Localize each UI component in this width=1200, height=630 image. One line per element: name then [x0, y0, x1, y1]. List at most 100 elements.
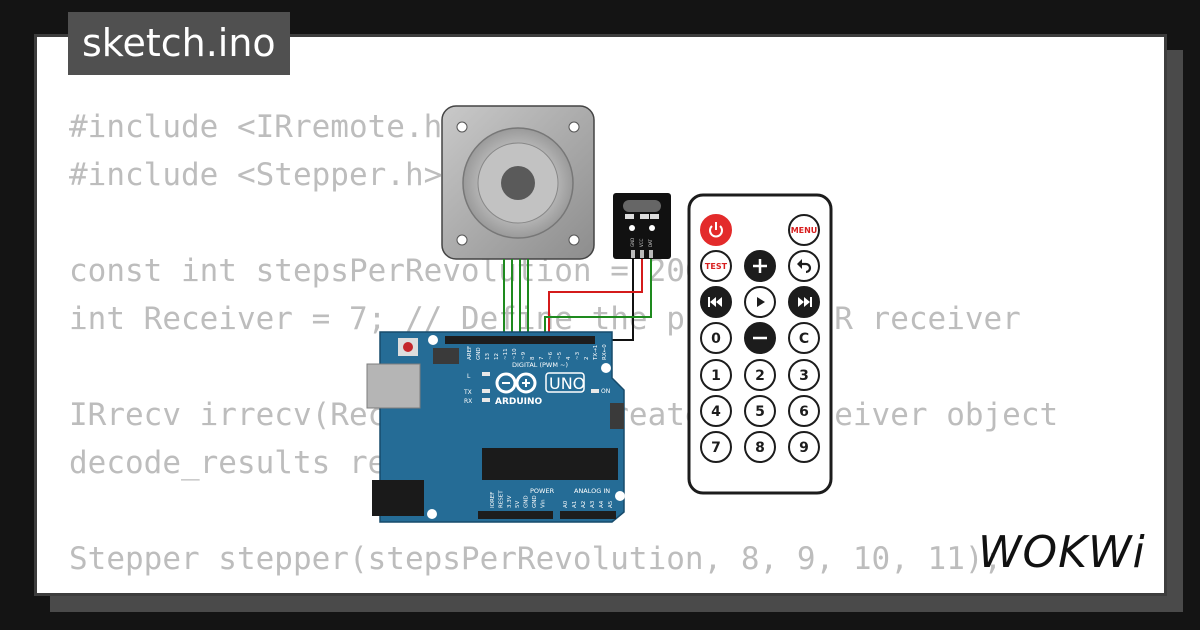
ir-remote[interactable]: MENU TEST 0 C 1 2 3 4 5 6 7 8 9: [687, 193, 833, 495]
power-pin-label: Vin: [540, 499, 546, 508]
plus-button[interactable]: [744, 250, 776, 282]
power-pin-label: IOREF: [490, 492, 496, 508]
digital-label: DIGITAL (PWM ~): [512, 361, 568, 369]
digital-pin-label: ~9: [521, 351, 527, 360]
power-pin-label: 3.3V: [507, 495, 513, 508]
prev-button[interactable]: [700, 286, 732, 318]
power-label: POWER: [530, 487, 555, 495]
c-button[interactable]: C: [788, 322, 820, 354]
aref-label: AREF: [467, 346, 473, 360]
back-button[interactable]: [788, 250, 820, 282]
digital-header: [445, 336, 595, 344]
digital-pin-label: RX←0: [602, 344, 608, 360]
rx-label: RX: [464, 398, 472, 405]
ir-receiver[interactable]: GND VCC DAT: [613, 193, 671, 259]
arduino-uno-board[interactable]: UNO ARDUINO DIGITAL (PWM ~) POWER ANALOG…: [366, 331, 625, 523]
next-icon: [798, 297, 812, 307]
digital-pin-label: 7: [539, 356, 545, 360]
digit-7-button[interactable]: 7: [700, 431, 732, 463]
stepper-motor[interactable]: [441, 105, 595, 338]
back-arrow-icon: [797, 259, 812, 274]
prev-icon: [708, 297, 722, 307]
power-pin-label: GND: [524, 495, 530, 508]
remote-button-label: 8: [755, 440, 765, 456]
digital-pin-label: TX→1: [593, 345, 599, 361]
remote-button-label: TEST: [705, 262, 728, 271]
power-jack: [372, 480, 424, 516]
test-button[interactable]: TEST: [700, 250, 732, 282]
analog-pin-label: A4: [599, 500, 605, 508]
digit-8-button[interactable]: 8: [744, 431, 776, 463]
power-pin-label: 5V: [515, 501, 521, 508]
power-icon: [709, 222, 723, 238]
tx-label: TX: [463, 389, 472, 396]
remote-button-label: 6: [799, 404, 809, 420]
code-line: Stepper stepper(stepsPerRevolution, 8, 9…: [69, 541, 1003, 577]
digit-2-button[interactable]: 2: [744, 359, 776, 391]
digital-pin-label: 13: [485, 353, 491, 360]
digital-pin-label: ~5: [557, 351, 563, 360]
digit-4-button[interactable]: 4: [700, 395, 732, 427]
digit-9-button[interactable]: 9: [788, 431, 820, 463]
remote-button-label: 4: [711, 404, 721, 420]
code-line: int Receiver = 7; // Define the pin for …: [69, 301, 1021, 337]
l-label: L: [467, 373, 471, 380]
digital-pin-label: 12: [494, 353, 500, 360]
filename-tab[interactable]: sketch.ino: [68, 12, 290, 75]
remote-button-label: 9: [799, 440, 809, 456]
remote-button-label: 3: [799, 368, 809, 384]
arduino-logo-icon: [495, 372, 537, 394]
ir-pin-label: GND: [630, 238, 635, 247]
analog-pin-label: A5: [608, 500, 614, 508]
usb-port: [366, 363, 421, 409]
digit-1-button[interactable]: 1: [700, 359, 732, 391]
digital-pin-label: 2: [584, 357, 590, 361]
digital-pin-label: ~10: [512, 348, 518, 360]
power-header: [478, 511, 553, 519]
next-button[interactable]: [788, 286, 820, 318]
digit-3-button[interactable]: 3: [788, 359, 820, 391]
power-pin-label: RESET: [498, 490, 504, 508]
reset-button[interactable]: [403, 342, 413, 352]
analog-label: ANALOG IN: [574, 487, 610, 495]
digital-pin-label: ~3: [575, 351, 581, 360]
analog-pin-label: A1: [572, 501, 578, 508]
analog-header: [560, 511, 616, 519]
digital-pin-label: 8: [530, 356, 536, 360]
board-name: UNO: [549, 374, 585, 393]
analog-pin-label: A3: [590, 500, 596, 508]
play-icon: [757, 297, 765, 307]
minus-button[interactable]: [744, 322, 776, 354]
digital-pin-label: 4: [566, 356, 572, 360]
atmega-chip: [482, 448, 618, 480]
code-card: #include <IRremote.h> #include <Stepper.h…: [34, 34, 1167, 596]
data-wire: [544, 258, 652, 338]
digit-5-button[interactable]: 5: [744, 395, 776, 427]
gnd-pin-label: GND: [476, 347, 482, 360]
remote-button-label: 7: [711, 440, 721, 456]
play-button[interactable]: [744, 286, 776, 318]
ir-pin-label: DAT: [648, 239, 653, 247]
arduino-wordmark: ARDUINO: [495, 397, 543, 407]
analog-pin-label: A2: [581, 501, 587, 508]
code-line: #include <Stepper.h>: [69, 157, 443, 193]
on-label: ON: [601, 388, 610, 395]
remote-button-label: 1: [711, 368, 721, 384]
power-button[interactable]: [700, 214, 732, 246]
remote-button-label: 5: [755, 404, 765, 420]
remote-button-label: MENU: [791, 226, 818, 235]
digital-pin-label: ~11: [503, 348, 509, 360]
remote-button-label: 2: [755, 368, 765, 384]
ir-pin-label: VCC: [639, 238, 644, 247]
power-pin-label: GND: [532, 495, 538, 508]
digit-0-button[interactable]: 0: [700, 322, 732, 354]
digit-6-button[interactable]: 6: [788, 395, 820, 427]
code-line: int stepsPerMove = 0;: [69, 583, 1058, 593]
digital-pin-label: ~6: [548, 351, 554, 360]
menu-button[interactable]: MENU: [788, 214, 820, 246]
plus-icon: [753, 259, 767, 273]
remote-button-label: 0: [711, 331, 721, 347]
gnd-wire: [548, 258, 634, 341]
code-line: #include <IRremote.h>: [69, 109, 461, 145]
